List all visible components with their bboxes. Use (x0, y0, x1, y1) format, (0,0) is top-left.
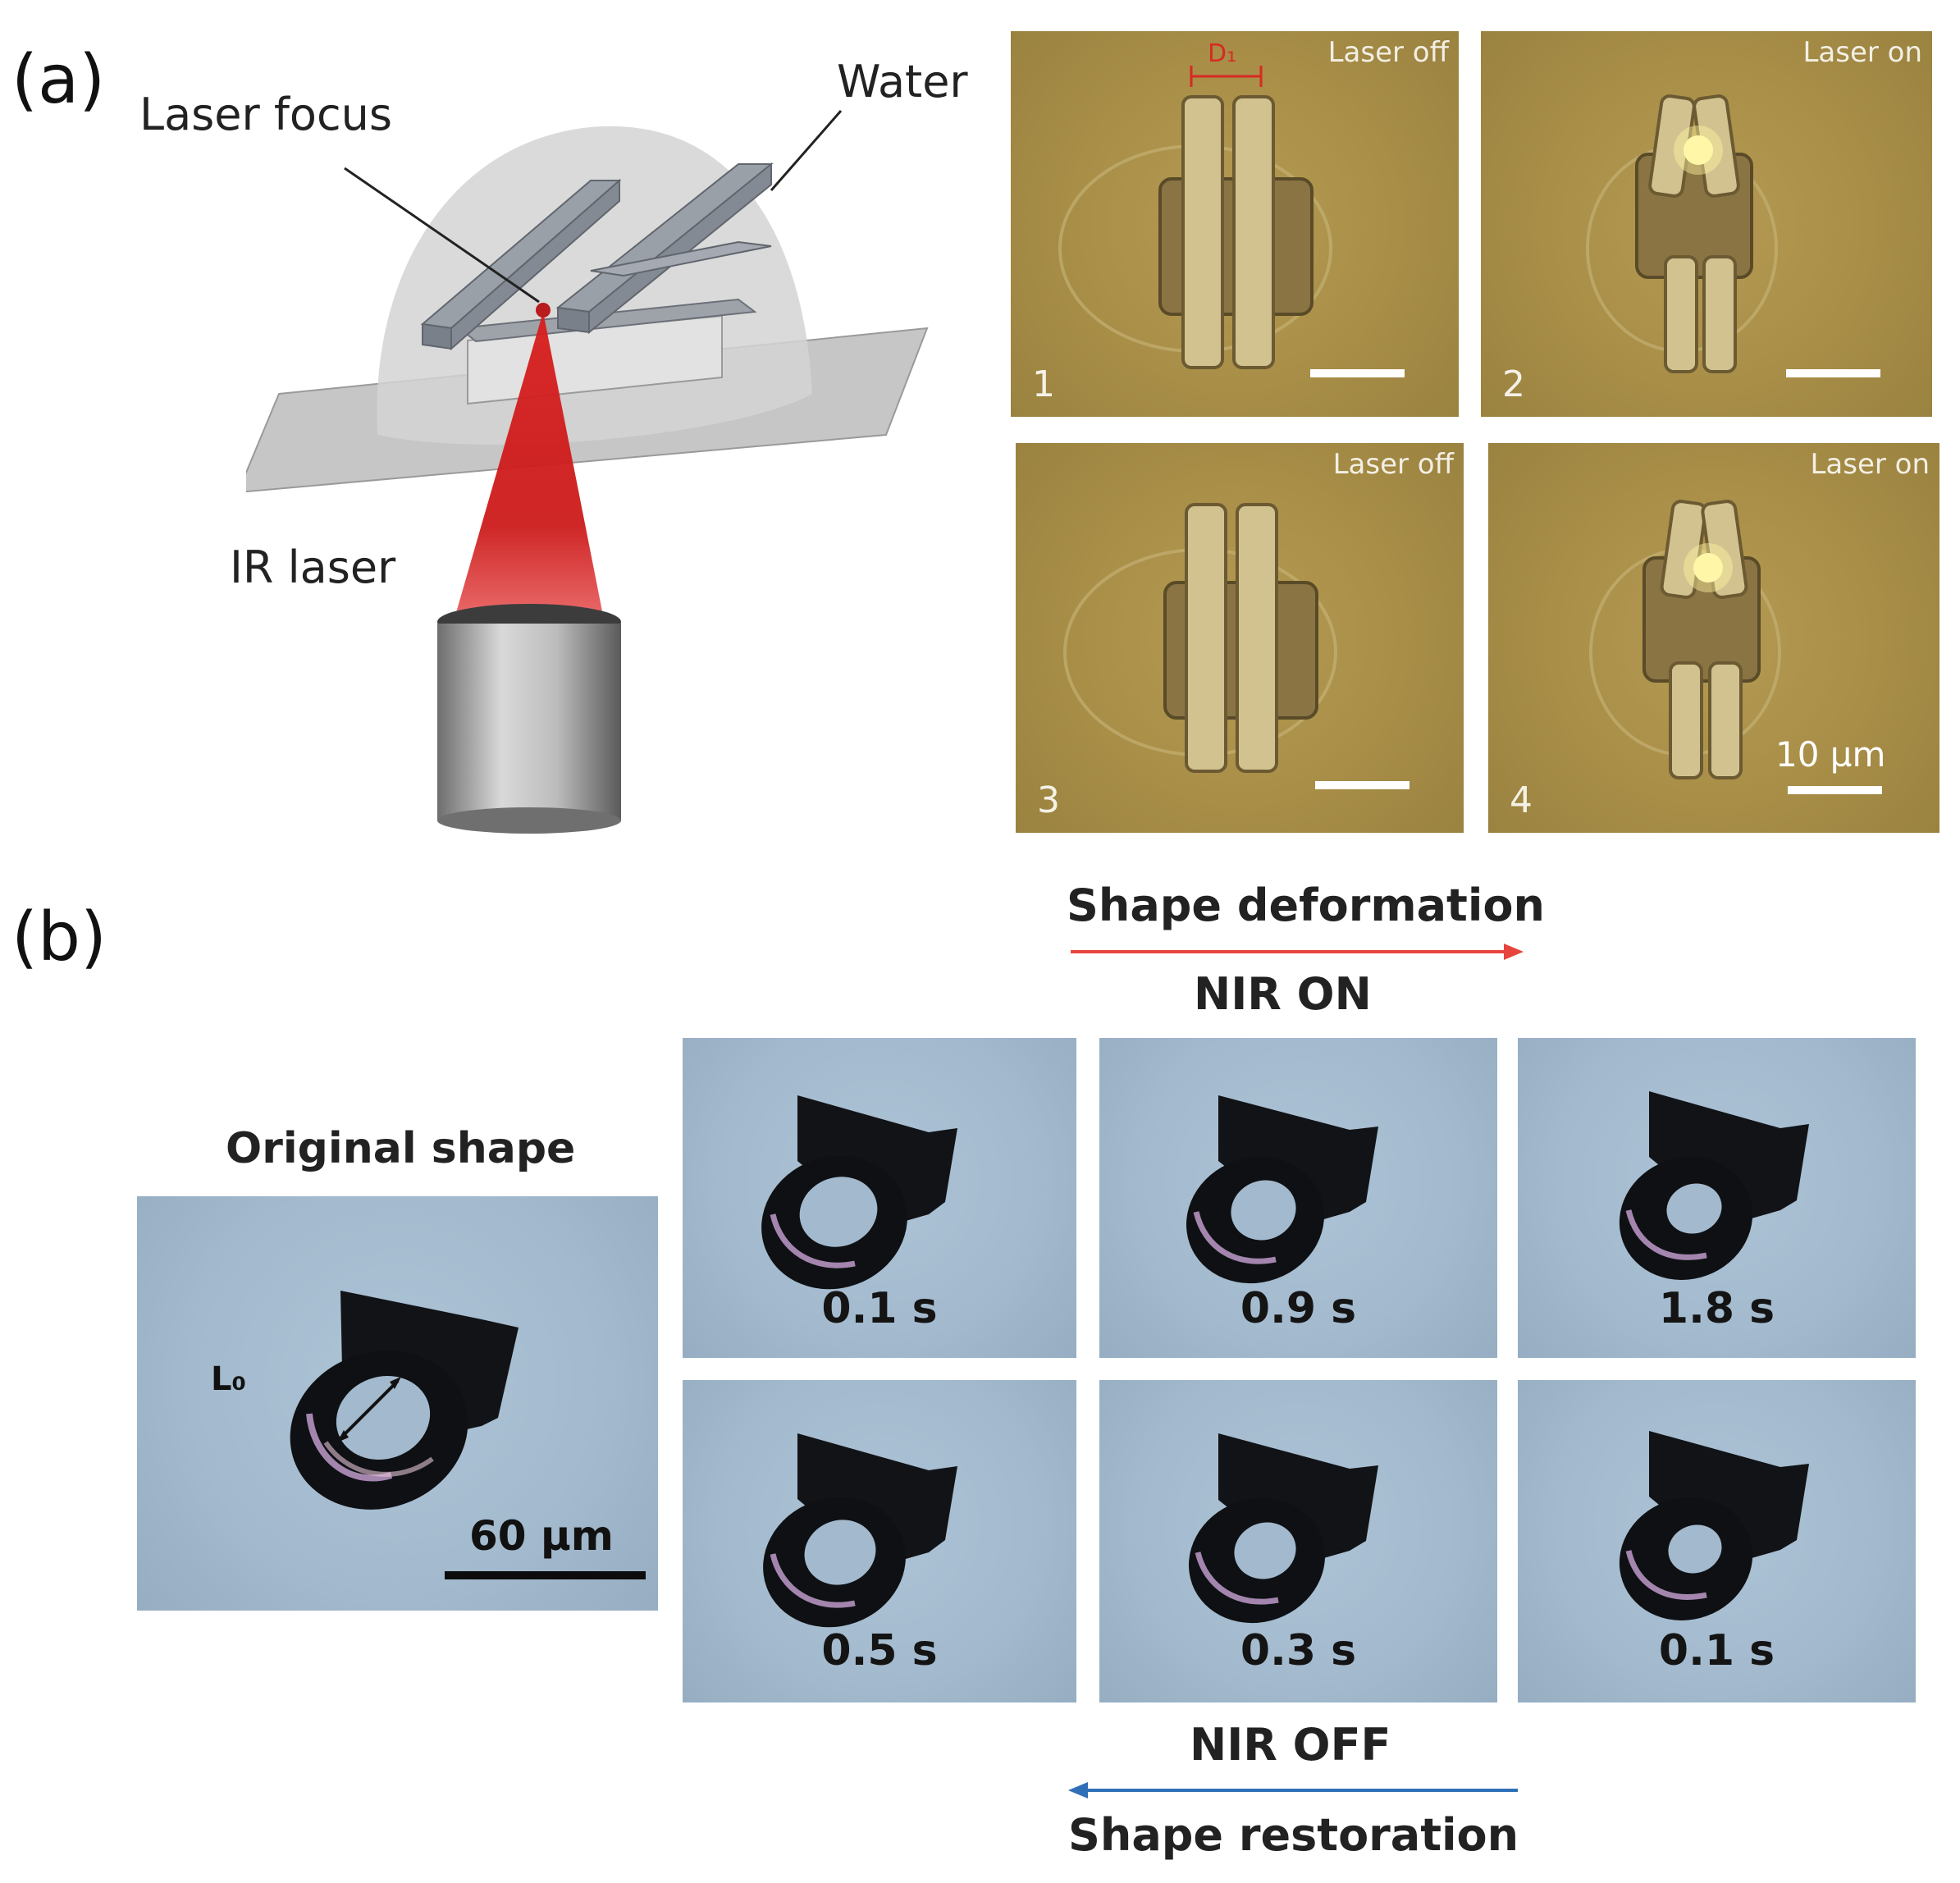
deformation-frame-1: 0.1 s (683, 1038, 1076, 1358)
time-label: 0.9 s (1240, 1284, 1357, 1333)
micrograph-1: D₁ Laser off 1 (1011, 31, 1459, 417)
time-label: 0.1 s (821, 1284, 938, 1333)
microstructure-image (1063, 503, 1337, 773)
micro-gripper-shape (290, 1291, 519, 1510)
shape-restoration-label: Shape restoration (1068, 1809, 1519, 1861)
focus-leader-line (344, 167, 540, 304)
scale-bar (1310, 369, 1405, 377)
time-label: 0.1 s (1658, 1626, 1775, 1675)
scale-bar (1786, 369, 1880, 377)
nir-off-label: NIR OFF (1190, 1719, 1391, 1771)
laser-status-label: Laser on (1810, 448, 1930, 481)
scale-bar (1315, 781, 1409, 789)
restoration-frame-2: 0.3 s (1099, 1380, 1497, 1702)
water-label: Water (837, 56, 968, 107)
dimension-label: D₁ (1208, 39, 1237, 68)
laser-status-label: Laser on (1802, 36, 1922, 69)
micrograph-4: Laser on 4 10 µm (1488, 443, 1939, 833)
water-leader-line (770, 110, 843, 191)
scale-bar-label: 10 µm (1775, 734, 1886, 775)
deformation-arrow (1071, 944, 1524, 960)
scale-bar (445, 1571, 646, 1579)
frame-number: 3 (1037, 779, 1060, 821)
laser-status-label: Laser off (1327, 36, 1449, 69)
deformation-frame-2: 0.9 s (1099, 1038, 1497, 1358)
micro-gripper-shape (761, 1095, 957, 1290)
laser-setup-diagram (236, 49, 985, 837)
frame-number: 2 (1502, 363, 1525, 405)
scale-bar (1788, 786, 1882, 794)
ir-laser-beam (455, 312, 603, 615)
deformation-frame-3: 1.8 s (1518, 1038, 1916, 1358)
time-label: 1.8 s (1658, 1284, 1775, 1333)
laser-focus-dot (536, 303, 551, 318)
original-shape-label: Original shape (226, 1124, 576, 1173)
objective-lens (437, 624, 621, 820)
micro-gripper-shape (1189, 1433, 1378, 1624)
microstructure-image (1589, 500, 1781, 779)
time-label: 0.5 s (821, 1626, 938, 1675)
panel-b-letter: (b) (11, 898, 107, 976)
length-label: L₀ (211, 1360, 247, 1398)
panel-a-letter: (a) (11, 41, 106, 119)
microstructure-image (1586, 94, 1778, 373)
laser-focus-label: Laser focus (139, 89, 392, 140)
restoration-arrow (1068, 1782, 1518, 1798)
original-shape-image: L₀ 60 µm (137, 1196, 658, 1611)
restoration-frame-1: 0.5 s (683, 1380, 1076, 1702)
shape-deformation-label: Shape deformation (1067, 880, 1545, 931)
restoration-frame-3: 0.1 s (1518, 1380, 1916, 1702)
micro-gripper-shape (1186, 1095, 1378, 1284)
micro-gripper-shape (1619, 1431, 1809, 1620)
time-label: 0.3 s (1240, 1626, 1357, 1675)
ir-laser-label: IR laser (230, 542, 396, 593)
laser-status-label: Laser off (1332, 448, 1454, 481)
laser-setup-illustration (236, 110, 929, 834)
microstructure-image (1058, 66, 1332, 369)
nir-on-label: NIR ON (1194, 968, 1372, 1020)
micro-gripper-shape (1619, 1091, 1809, 1280)
frame-number: 1 (1032, 363, 1055, 405)
scale-bar-label: 60 µm (469, 1512, 614, 1560)
micrograph-2: Laser on 2 (1481, 31, 1932, 417)
frame-number: 4 (1510, 779, 1533, 821)
micro-gripper-shape (763, 1433, 957, 1628)
micrograph-3: Laser off 3 (1016, 443, 1464, 833)
